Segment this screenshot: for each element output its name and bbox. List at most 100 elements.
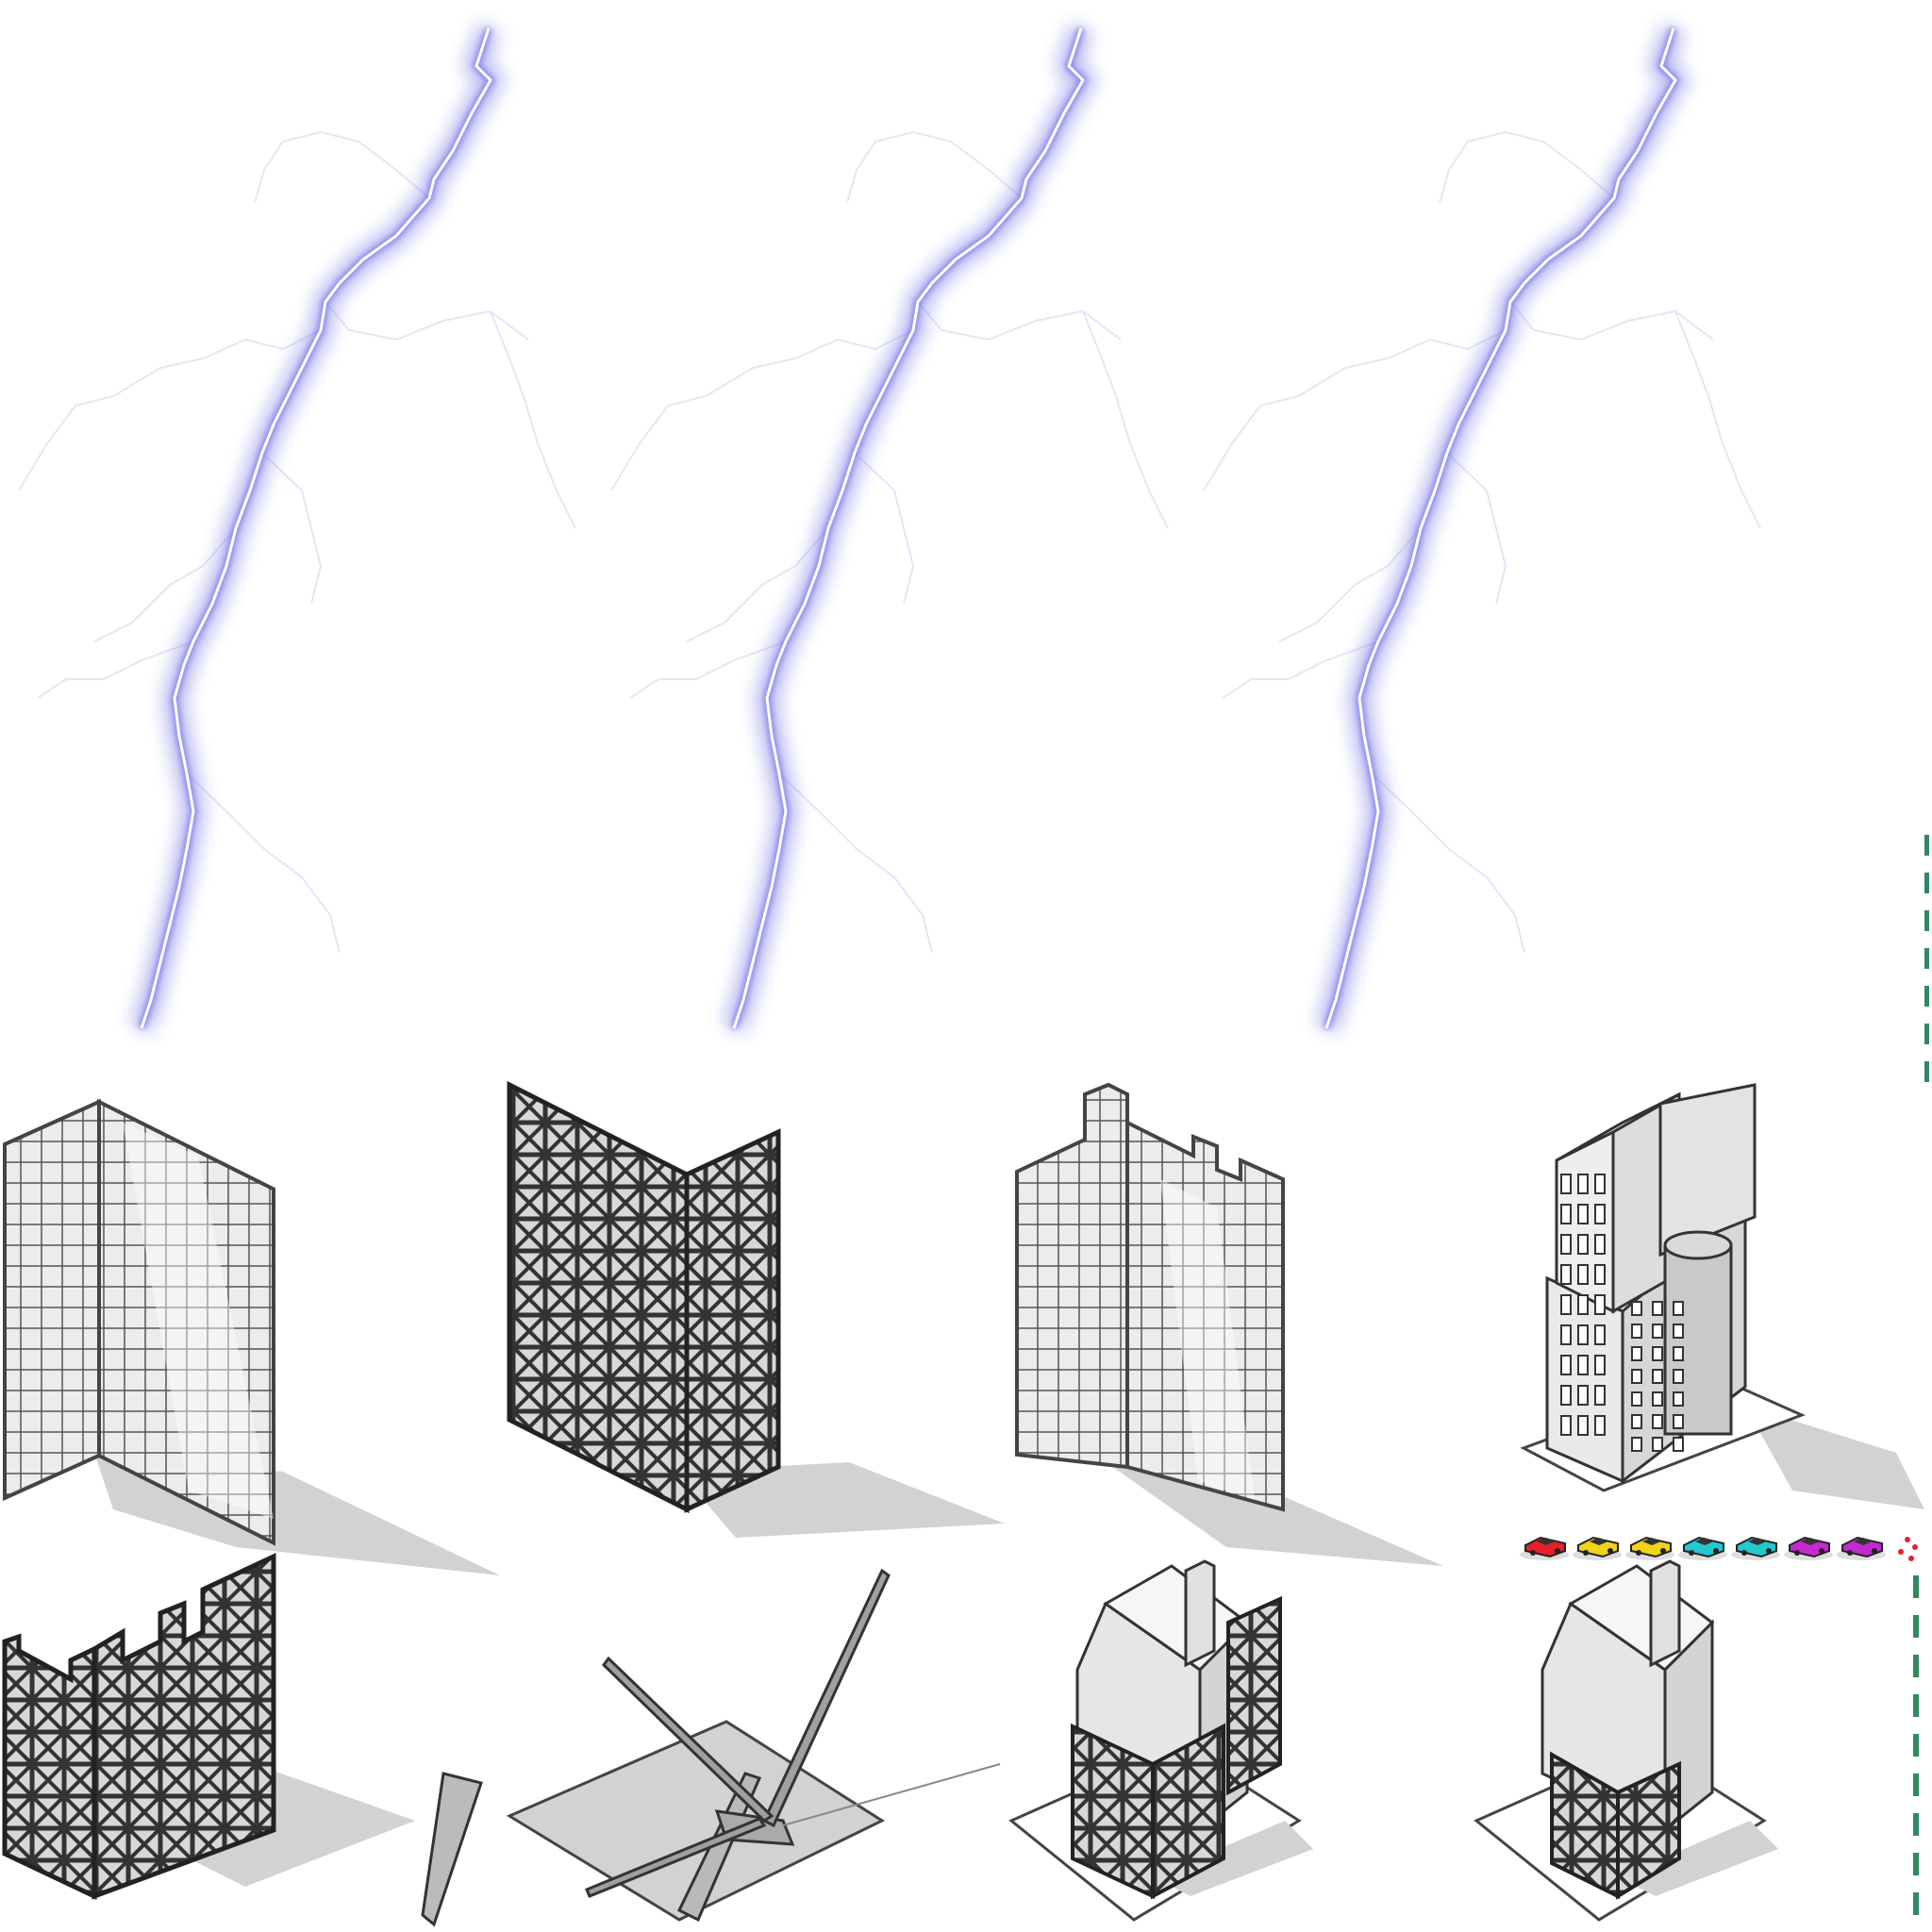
- lightning-branch: [254, 130, 430, 204]
- wall-face-left: [507, 1080, 690, 1514]
- building-braced-frame-crenellated: [2, 1553, 415, 1900]
- lightning-branch: [490, 310, 576, 529]
- building-curtain-wall-stepped: [1015, 1082, 1443, 1566]
- window: [1577, 1385, 1589, 1406]
- window: [1560, 1415, 1572, 1436]
- window: [1673, 1346, 1684, 1361]
- edge-strip: [1924, 873, 1929, 893]
- lightning-branch: [261, 452, 323, 605]
- building-braced-frame-corner: [507, 1080, 1005, 1538]
- lightning-branch: [18, 329, 322, 491]
- wall-face-left: [2, 1633, 97, 1900]
- tower-roof: [1556, 1092, 1680, 1162]
- window: [1594, 1324, 1606, 1345]
- ground-shadow: [679, 1462, 1005, 1538]
- window: [1560, 1324, 1572, 1345]
- edge-strip: [1924, 910, 1929, 931]
- window: [1652, 1391, 1663, 1407]
- window: [1652, 1346, 1663, 1361]
- window: [1652, 1369, 1663, 1384]
- lightning-branch: [629, 641, 787, 699]
- ground-shadow: [1153, 1821, 1313, 1896]
- car-wheel: [1794, 1550, 1800, 1556]
- lightning-branch: [93, 527, 237, 642]
- window: [1560, 1264, 1572, 1285]
- wall-face-right: [92, 1553, 276, 1900]
- lightning-branch: [854, 452, 915, 605]
- window: [1577, 1324, 1589, 1345]
- tower-upper: [1658, 1083, 1757, 1257]
- window: [1673, 1437, 1684, 1452]
- window: [1673, 1414, 1684, 1429]
- fragment-dot: [1912, 1544, 1918, 1550]
- lightning-branch: [186, 773, 341, 954]
- window: [1631, 1324, 1642, 1339]
- lightning-branch: [1446, 452, 1507, 605]
- edge-strip: [1913, 1615, 1919, 1638]
- window: [1594, 1264, 1606, 1285]
- edge-strip: [1913, 1734, 1919, 1757]
- window: [1631, 1414, 1642, 1429]
- lightning-core: [1324, 27, 1677, 1029]
- car-wheel: [1636, 1550, 1641, 1556]
- window: [1631, 1369, 1642, 1384]
- tether-line: [782, 1763, 1001, 1826]
- car-wheel: [1741, 1550, 1747, 1556]
- car-wheel: [1819, 1548, 1824, 1554]
- braced-panel: [1151, 1723, 1225, 1900]
- car-wheel: [1847, 1550, 1853, 1556]
- window: [1560, 1294, 1572, 1315]
- fragment-dot: [1905, 1537, 1910, 1542]
- car: [1837, 1536, 1886, 1560]
- window: [1673, 1369, 1684, 1384]
- fragment-dot: [1898, 1549, 1904, 1555]
- window: [1631, 1301, 1642, 1316]
- silo-top: [1663, 1230, 1733, 1260]
- car: [1731, 1536, 1780, 1560]
- lightning-halo: [138, 26, 495, 1030]
- car: [1784, 1536, 1833, 1560]
- lightning-core: [140, 27, 492, 1029]
- edge-strip: [1924, 986, 1929, 1007]
- car-wheel: [1660, 1548, 1666, 1554]
- edge-strip: [1924, 835, 1929, 856]
- lightning-branch: [1371, 773, 1525, 954]
- car-wheel: [1766, 1548, 1772, 1554]
- sun-highlight: [123, 1123, 274, 1519]
- edge-strip: [1913, 1694, 1919, 1717]
- car-wheel: [1689, 1550, 1694, 1556]
- turbine-blade: [602, 1656, 774, 1823]
- edge-strip: [1913, 1655, 1919, 1677]
- lightning-branch: [778, 773, 933, 954]
- wall-face-right: [97, 1098, 275, 1546]
- car-wheel: [1583, 1550, 1589, 1556]
- edge-strip: [1924, 948, 1929, 969]
- cars-row: [1520, 1536, 1886, 1560]
- car-wheel: [1607, 1548, 1613, 1554]
- window: [1577, 1204, 1589, 1224]
- lightning-branch: [1674, 310, 1761, 529]
- window: [1560, 1385, 1572, 1406]
- window: [1594, 1294, 1606, 1315]
- car: [1625, 1536, 1674, 1560]
- lightning-branch: [1203, 329, 1507, 491]
- lightning-branch: [846, 130, 1023, 204]
- window: [1577, 1294, 1589, 1315]
- ground-shadow: [1745, 1406, 1924, 1509]
- lightning-halo: [1323, 26, 1680, 1030]
- building-wind-turbine-fallen: [421, 1568, 1001, 1927]
- building-curtain-wall-corner: [3, 1098, 500, 1575]
- turbine-blade: [762, 1568, 891, 1828]
- lightning-branch: [1439, 130, 1615, 204]
- sun-highlight: [1160, 1179, 1255, 1500]
- edge-strip: [1913, 1853, 1919, 1875]
- lightning-branch: [917, 301, 1122, 341]
- car-windshield: [1801, 1538, 1820, 1545]
- wall-face-right: [684, 1128, 781, 1513]
- window: [1577, 1415, 1589, 1436]
- window: [1560, 1204, 1572, 1224]
- lightning-bolt: [1203, 24, 1761, 1033]
- building-gabled-complex-braced: [1008, 1559, 1313, 1922]
- window: [1560, 1174, 1572, 1194]
